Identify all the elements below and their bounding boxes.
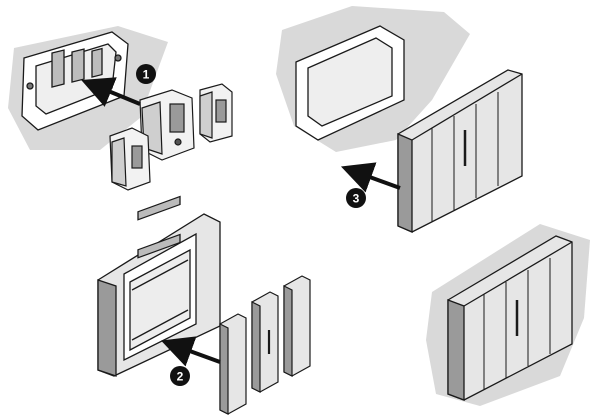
step-2-arrow [160, 336, 221, 367]
switch-cover-2 [251, 291, 279, 393]
installed-plate [447, 235, 573, 401]
step-3-illustration: 3 [276, 6, 523, 233]
finished-illustration [426, 224, 590, 406]
mounting-frame [21, 31, 129, 131]
cover-plate [397, 69, 523, 233]
step-1-number: 1 [143, 68, 150, 82]
switch-cover-1 [219, 313, 247, 415]
module-small-right [199, 83, 233, 143]
plate-frame [97, 195, 221, 377]
step-2-illustration: 2 [97, 195, 311, 415]
step-3-badge: 3 [346, 188, 366, 208]
step-3-number: 3 [353, 192, 360, 206]
module-small-bottom [109, 127, 151, 191]
step-1-badge: 1 [136, 64, 156, 84]
frame-with-modules [295, 25, 405, 141]
step-2-number: 2 [177, 370, 184, 384]
step-1-illustration: 1 [8, 26, 233, 191]
switch-cover-3 [283, 275, 311, 377]
step-1-arrow [81, 77, 141, 107]
step-3-arrow [340, 162, 401, 193]
step-2-badge: 2 [170, 366, 190, 386]
